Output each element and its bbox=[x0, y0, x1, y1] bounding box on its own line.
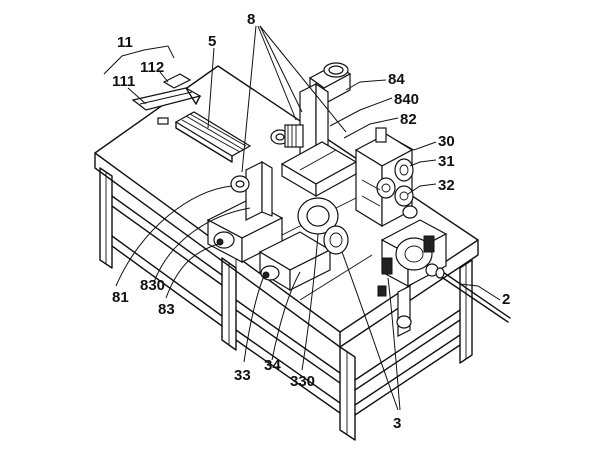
guide-rail bbox=[174, 111, 252, 163]
spindle-82 bbox=[270, 124, 304, 148]
left-station bbox=[206, 160, 284, 263]
motor-830 bbox=[213, 231, 235, 249]
label-8: 8 bbox=[247, 11, 255, 28]
label-81: 81 bbox=[112, 289, 129, 306]
saw-disc bbox=[323, 225, 349, 255]
table-frame bbox=[94, 65, 479, 441]
label-111: 111 bbox=[112, 73, 135, 90]
label-112: 112 bbox=[140, 59, 164, 76]
leg-left-front bbox=[99, 167, 113, 269]
rail-body bbox=[174, 111, 252, 157]
roller-31 bbox=[394, 158, 414, 182]
label-32: 32 bbox=[438, 177, 455, 194]
head-assembly bbox=[270, 62, 358, 198]
label-830: 830 bbox=[140, 277, 165, 294]
motor-84 bbox=[308, 62, 352, 106]
label-33: 33 bbox=[234, 367, 251, 384]
feeder-chute bbox=[131, 87, 202, 111]
upright-81 bbox=[245, 161, 263, 221]
leg-right-back bbox=[459, 259, 473, 364]
label-84: 84 bbox=[388, 71, 405, 88]
cap-30 bbox=[375, 127, 387, 143]
feeder-plate bbox=[162, 73, 192, 89]
label-83: 83 bbox=[158, 301, 175, 318]
right-station bbox=[354, 127, 418, 228]
label-2: 2 bbox=[502, 291, 510, 308]
label-840: 840 bbox=[394, 91, 419, 108]
leg-front bbox=[339, 346, 356, 441]
drive-assembly bbox=[377, 219, 448, 337]
center-station bbox=[258, 197, 349, 292]
label-330: 330 bbox=[290, 373, 315, 390]
feeder-assembly bbox=[131, 73, 202, 125]
label-5: 5 bbox=[208, 33, 216, 50]
label-30: 30 bbox=[438, 133, 455, 150]
leg-middle bbox=[221, 257, 237, 351]
label-11: 11 bbox=[117, 34, 133, 51]
gear-block bbox=[381, 257, 393, 275]
roller-32 bbox=[376, 177, 396, 199]
drive-pulley bbox=[395, 237, 433, 271]
label-34: 34 bbox=[264, 357, 281, 374]
rod-2 bbox=[435, 267, 511, 323]
label-3: 3 bbox=[393, 415, 401, 432]
label-31: 31 bbox=[438, 153, 455, 170]
part-labels: 11 112 111 5 8 84 840 82 30 31 32 2 81 8… bbox=[112, 11, 510, 432]
feeder-block bbox=[157, 117, 169, 125]
leader-lines bbox=[103, 25, 501, 411]
label-82: 82 bbox=[400, 111, 417, 128]
